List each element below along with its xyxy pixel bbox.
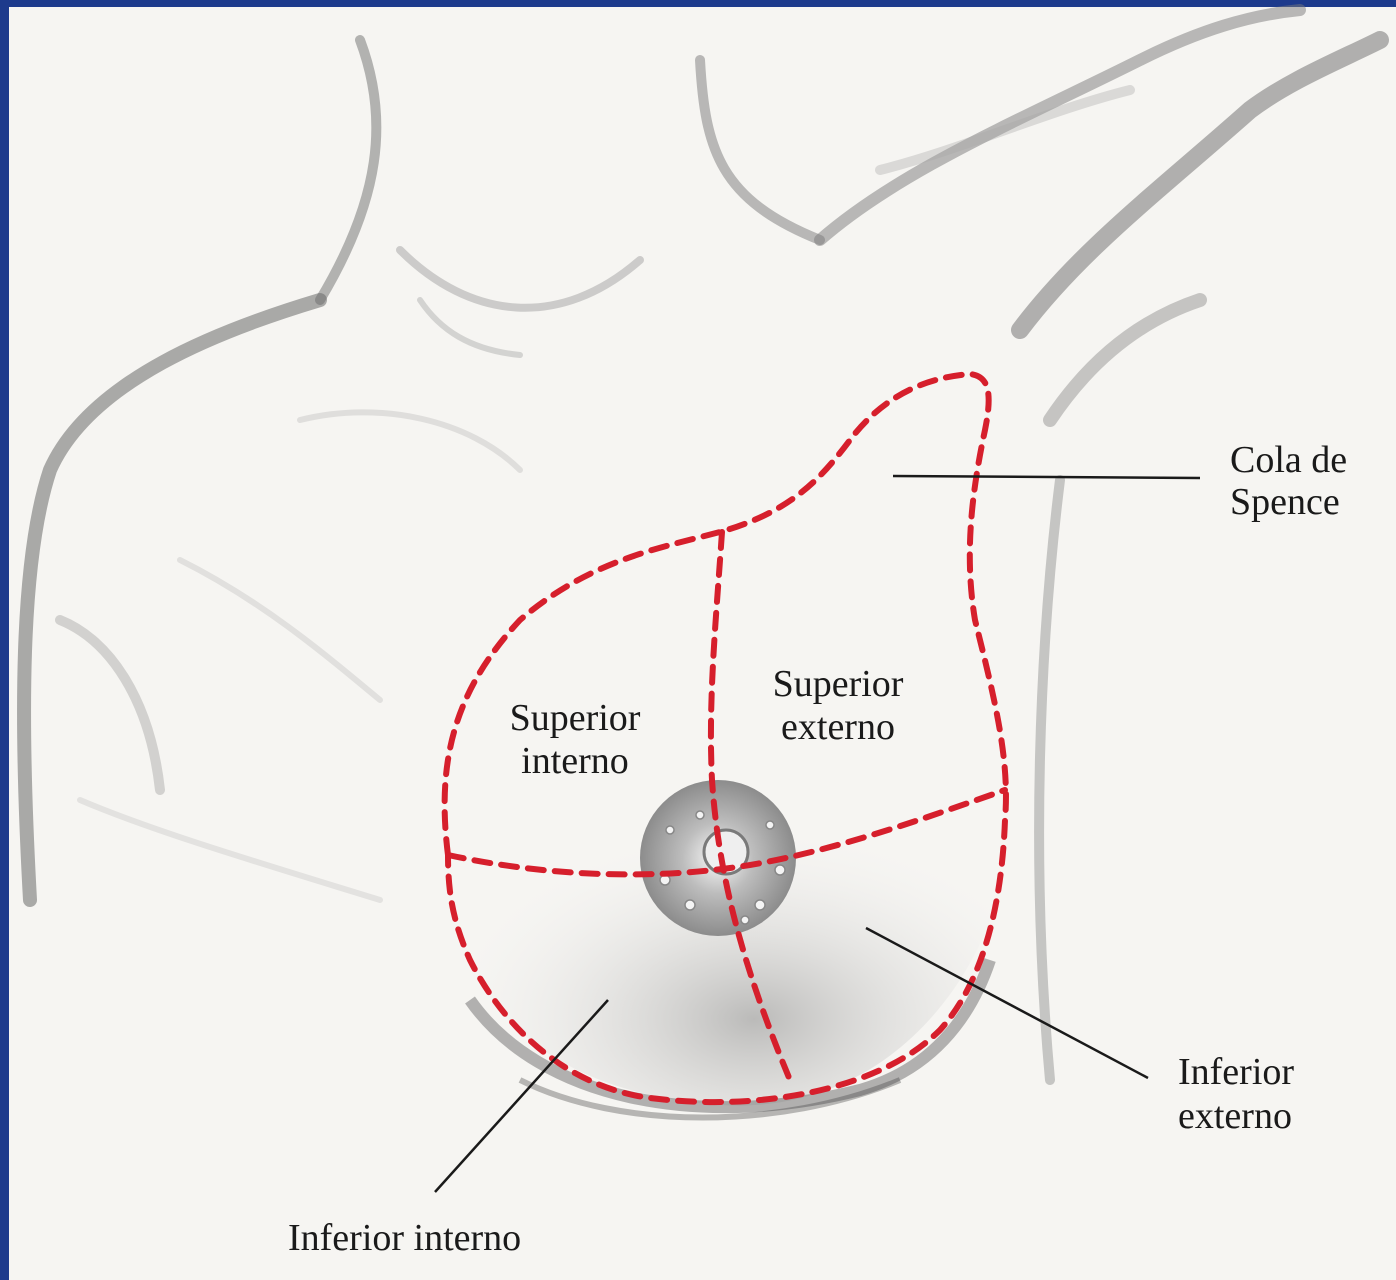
label-superior-interno-line1: Superior [510, 697, 641, 739]
label-inferior-externo-line1: Inferior [1178, 1051, 1294, 1093]
label-superior-externo-line1: Superior [773, 663, 904, 705]
label-inferior-externo-line2: externo [1178, 1095, 1292, 1137]
label-superior-interno-line2: interno [521, 740, 629, 782]
label-cola-de-spence-line2: Spence [1230, 481, 1340, 523]
label-cola-de-spence-line1: Cola de [1230, 439, 1347, 481]
label-inferior-interno: Inferior interno [288, 1217, 521, 1259]
label-superior-externo-line2: externo [781, 706, 895, 748]
